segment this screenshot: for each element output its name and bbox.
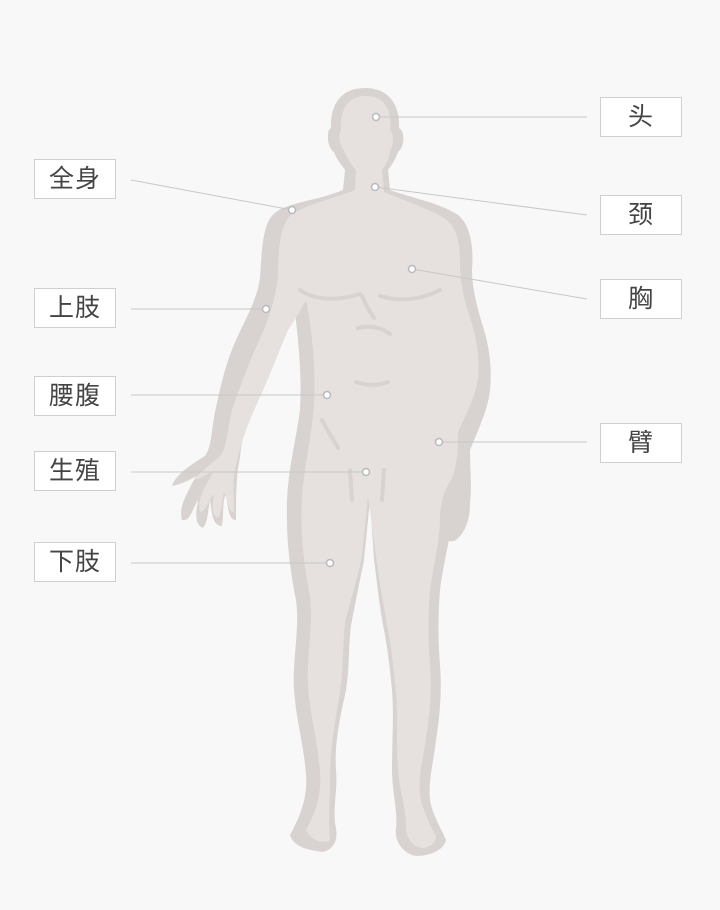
- label-waist-abdomen[interactable]: 腰腹: [34, 376, 116, 416]
- point-marker-lower-limb[interactable]: [325, 558, 335, 568]
- label-arm[interactable]: 臂: [600, 423, 682, 463]
- point-marker-genital[interactable]: [361, 467, 371, 477]
- point-marker-upper-limb[interactable]: [261, 304, 271, 314]
- point-marker-neck[interactable]: [370, 182, 380, 192]
- label-genital[interactable]: 生殖: [34, 451, 116, 491]
- label-neck[interactable]: 颈: [600, 195, 682, 235]
- label-head[interactable]: 头: [600, 97, 682, 137]
- leader-lines: [130, 116, 588, 564]
- label-lower-limb[interactable]: 下肢: [34, 542, 116, 582]
- label-upper-limb[interactable]: 上肢: [34, 288, 116, 328]
- point-marker-whole-body[interactable]: [287, 205, 297, 215]
- leader-line-neck: [374, 186, 588, 216]
- leader-line-whole-body: [130, 179, 293, 211]
- point-marker-chest[interactable]: [407, 264, 417, 274]
- point-marker-head[interactable]: [371, 112, 381, 122]
- label-whole-body[interactable]: 全身: [34, 159, 116, 199]
- label-chest[interactable]: 胸: [600, 279, 682, 319]
- point-marker-waist-abdomen[interactable]: [322, 390, 332, 400]
- point-marker-arm[interactable]: [434, 437, 444, 447]
- body-muscle-details: [298, 288, 442, 502]
- point-markers: [261, 112, 444, 568]
- leader-line-chest: [411, 268, 588, 300]
